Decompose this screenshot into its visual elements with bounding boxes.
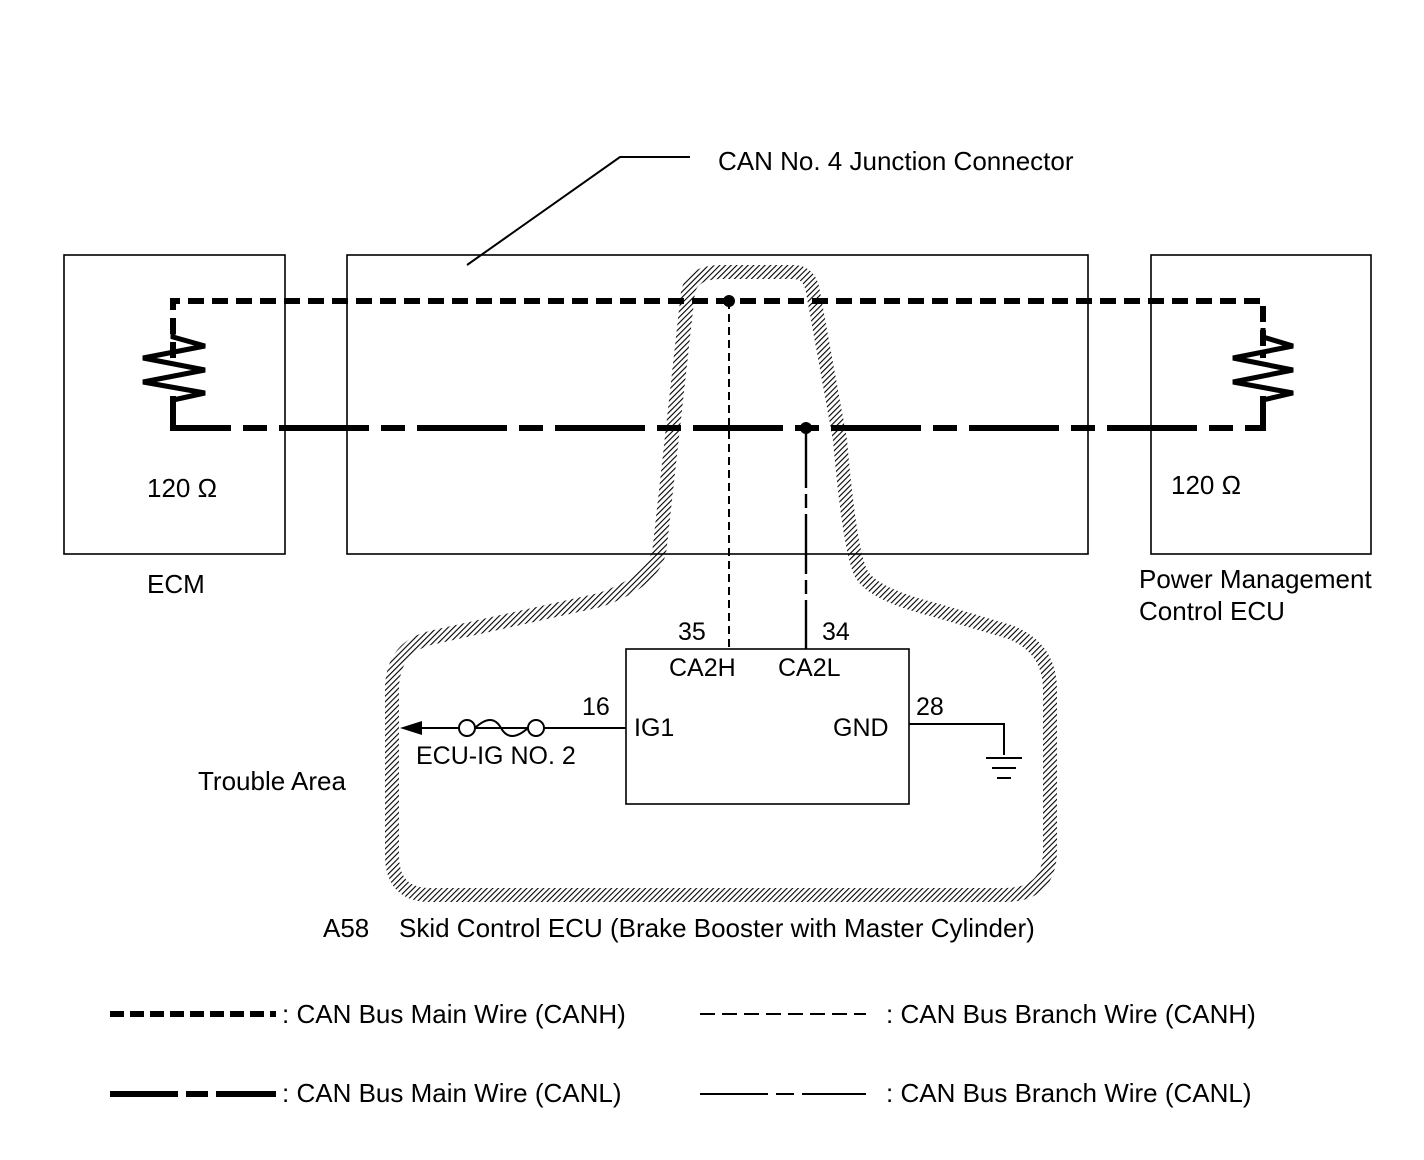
pin-28-number: 28: [916, 693, 944, 721]
legend-canl-main-label: : CAN Bus Main Wire (CANL): [282, 1078, 622, 1108]
canl-main-wire: [170, 396, 1266, 431]
connector-code: A58: [323, 913, 369, 943]
power-ecu-label-line1: Power Management: [1139, 564, 1372, 594]
arrow-left-icon: [400, 721, 422, 735]
pin-16-number: 16: [582, 693, 610, 721]
pin-ca2h-name: CA2H: [669, 654, 736, 682]
pin-34-number: 34: [822, 618, 850, 646]
trouble-area-label: Trouble Area: [198, 766, 346, 796]
ecm-box: [63, 254, 286, 555]
canl-splice-dot: [800, 422, 812, 434]
resistor-icon: [142, 328, 206, 410]
skid-ecu-label: Skid Control ECU (Brake Booster with Mas…: [399, 913, 1035, 943]
pin-ig1-name: IG1: [634, 714, 674, 742]
pin-35-number: 35: [678, 618, 706, 646]
power-ecu-resistance: 120 Ω: [1171, 470, 1241, 500]
canh-main-wire: [170, 298, 1266, 358]
legend-canh-branch-label: : CAN Bus Branch Wire (CANH): [886, 999, 1256, 1029]
legend-canh-main-label: : CAN Bus Main Wire (CANH): [282, 999, 626, 1029]
ground-icon: [986, 757, 1022, 779]
resistor-icon: [1232, 328, 1294, 410]
canh-splice-dot: [723, 295, 735, 307]
legend-canl-branch-label: : CAN Bus Branch Wire (CANL): [886, 1078, 1252, 1108]
fuse-label: ECU-IG NO. 2: [416, 742, 576, 770]
gnd-wire: [909, 723, 1005, 755]
junction-label: CAN No. 4 Junction Connector: [718, 146, 1074, 176]
legend: : CAN Bus Main Wire (CANH) : CAN Bus Bra…: [110, 999, 1256, 1108]
power-ecu-label-line2: Control ECU: [1139, 596, 1285, 626]
junction-connector-box: [346, 254, 1089, 555]
pin-gnd-name: GND: [833, 714, 889, 742]
power-ecu-box: [1150, 254, 1372, 555]
trouble-area-outline: [385, 265, 1057, 902]
ecm-resistance: 120 Ω: [147, 473, 217, 503]
junction-leader-line: [466, 156, 690, 266]
pin-ca2l-name: CA2L: [778, 654, 841, 682]
ecm-label: ECM: [147, 569, 205, 599]
fuse-icon: [458, 719, 545, 737]
skid-ecu-box: [625, 648, 910, 805]
